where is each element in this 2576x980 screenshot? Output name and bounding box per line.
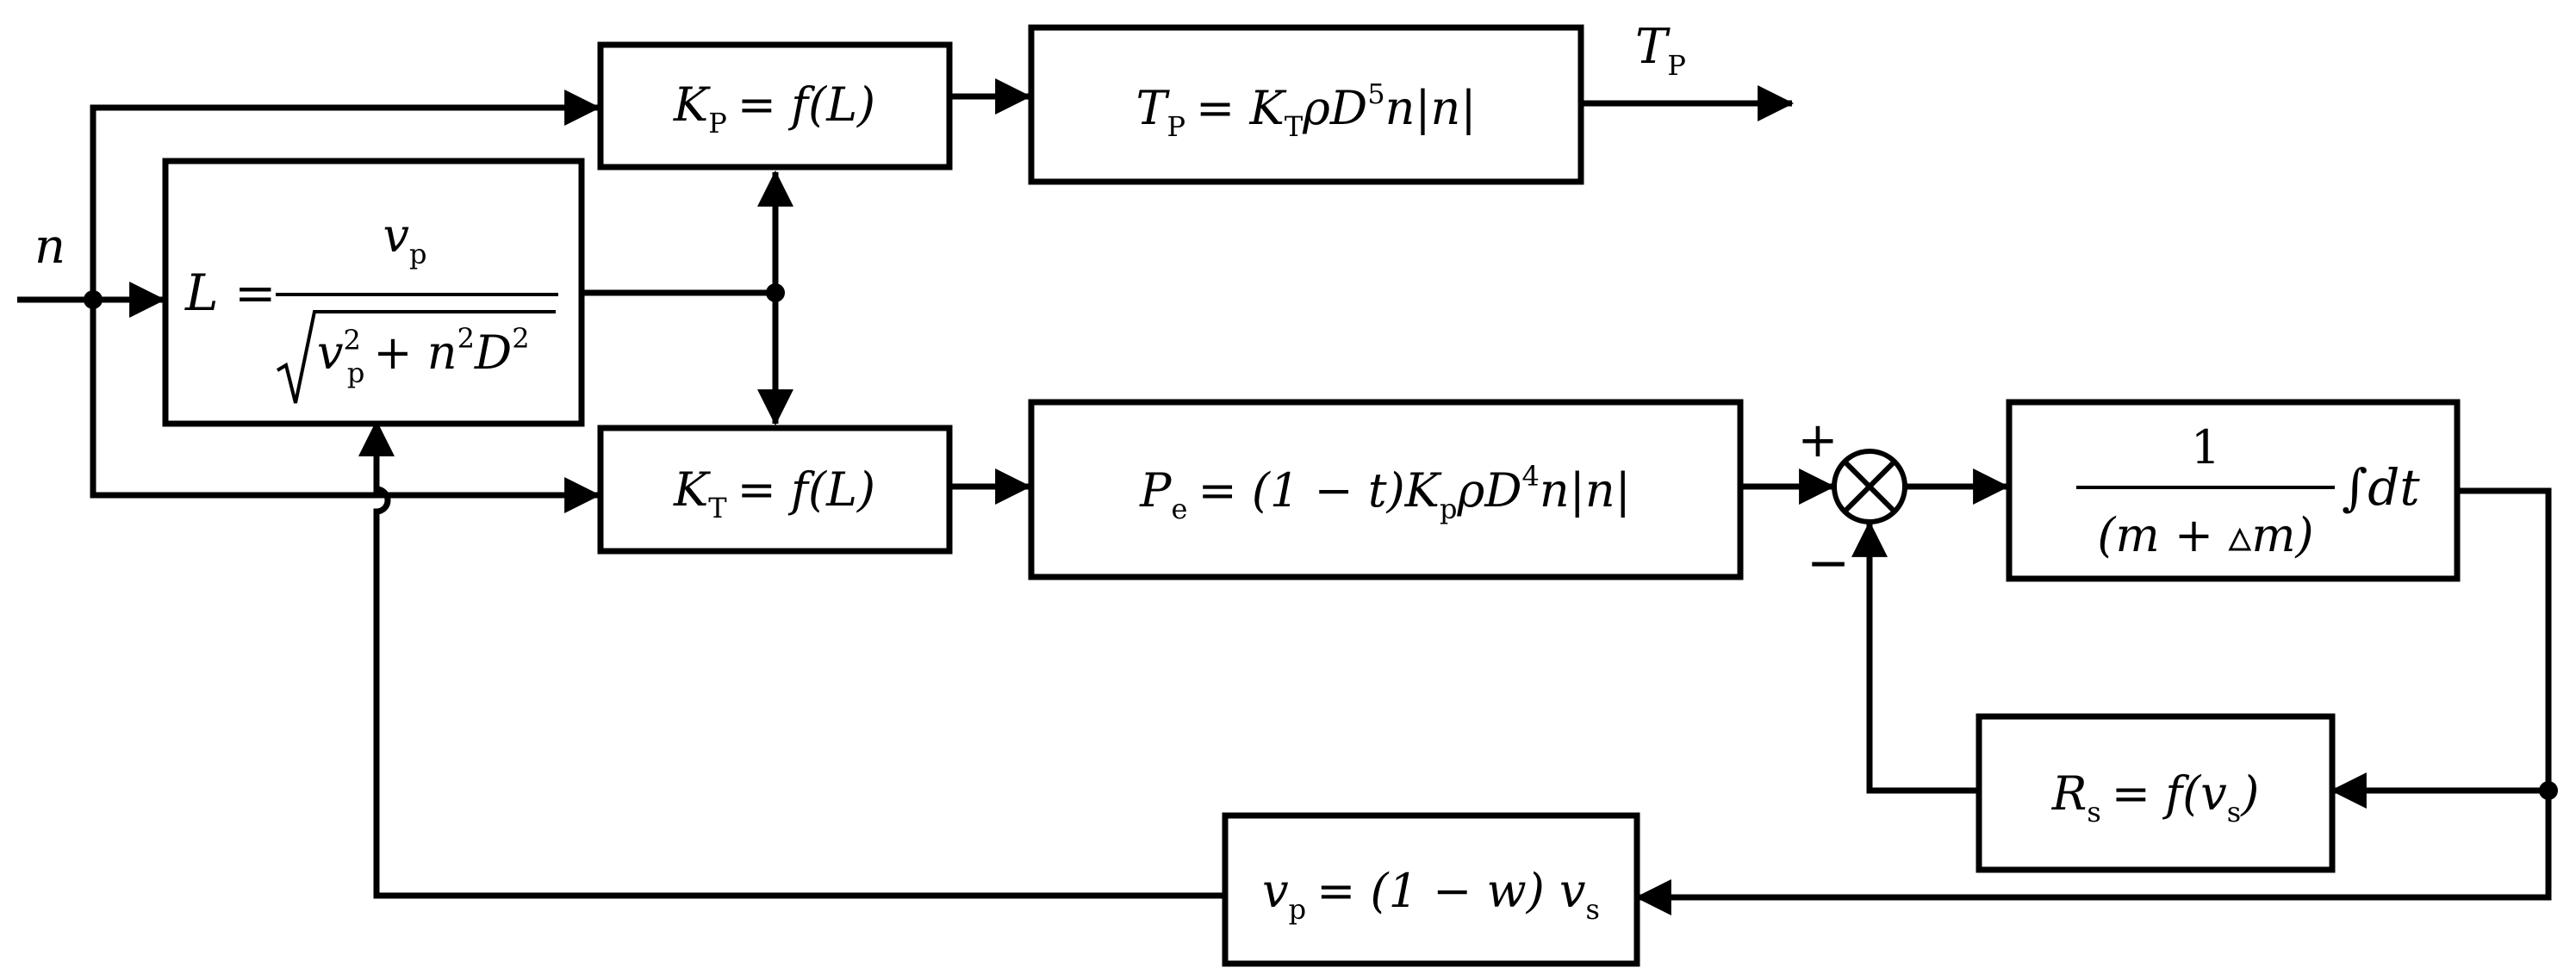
block-rs: Rs= f(vs) bbox=[1976, 713, 2336, 873]
junction-dot-l bbox=[766, 283, 785, 302]
block-integrator: 1 (m + ▵m) ∫dt bbox=[2006, 399, 2461, 582]
block-kt: KT= f(L) bbox=[597, 425, 953, 555]
summing-junction: + − bbox=[1798, 412, 1907, 593]
sum-minus-sign: − bbox=[1807, 533, 1850, 593]
tp-equation: TP= KTρD5n|n| bbox=[1136, 78, 1476, 143]
pe-equation: Pe= (1 − t)KpρD4n|n| bbox=[1139, 460, 1631, 525]
wire-n-to-kt bbox=[90, 300, 601, 513]
vp-equation: vp= (1 − w) vs bbox=[1262, 864, 1600, 926]
junction-dot-vs bbox=[2539, 781, 2558, 800]
integrator-numerator: 1 bbox=[2191, 420, 2220, 474]
l-equation-lhs: L = bbox=[184, 264, 277, 322]
l-sqrt-radical bbox=[276, 310, 556, 404]
wire-n-to-kp bbox=[90, 90, 601, 300]
wire-rs-to-sum bbox=[1851, 520, 1977, 794]
wire-integrator-out bbox=[2457, 487, 2552, 791]
integrator-integral: ∫dt bbox=[2342, 458, 2420, 517]
l-numerator: vp bbox=[383, 208, 427, 270]
rs-equation: Rs= f(vs) bbox=[2051, 766, 2260, 828]
junction-dot-n bbox=[84, 290, 103, 309]
sum-plus-sign: + bbox=[1798, 412, 1839, 468]
wire-vs-to-vp bbox=[1634, 791, 2552, 915]
kt-equation: KT= f(L) bbox=[673, 462, 875, 524]
integrator-denominator: (m + ▵m) bbox=[2097, 508, 2313, 562]
wire-vp-to-l bbox=[358, 419, 1223, 899]
kp-equation: KP= f(L) bbox=[673, 78, 875, 140]
block-pe: Pe= (1 − t)KpρD4n|n| bbox=[1028, 399, 1744, 580]
signal-wires bbox=[17, 78, 2558, 915]
input-label-n: n bbox=[34, 219, 65, 275]
block-vp: vp= (1 − w) vs bbox=[1222, 812, 1640, 967]
output-label-tp: TP bbox=[1635, 19, 1686, 82]
block-tp: TP= KTρD5n|n| bbox=[1028, 24, 1584, 185]
block-kp: KP= f(L) bbox=[597, 41, 953, 171]
